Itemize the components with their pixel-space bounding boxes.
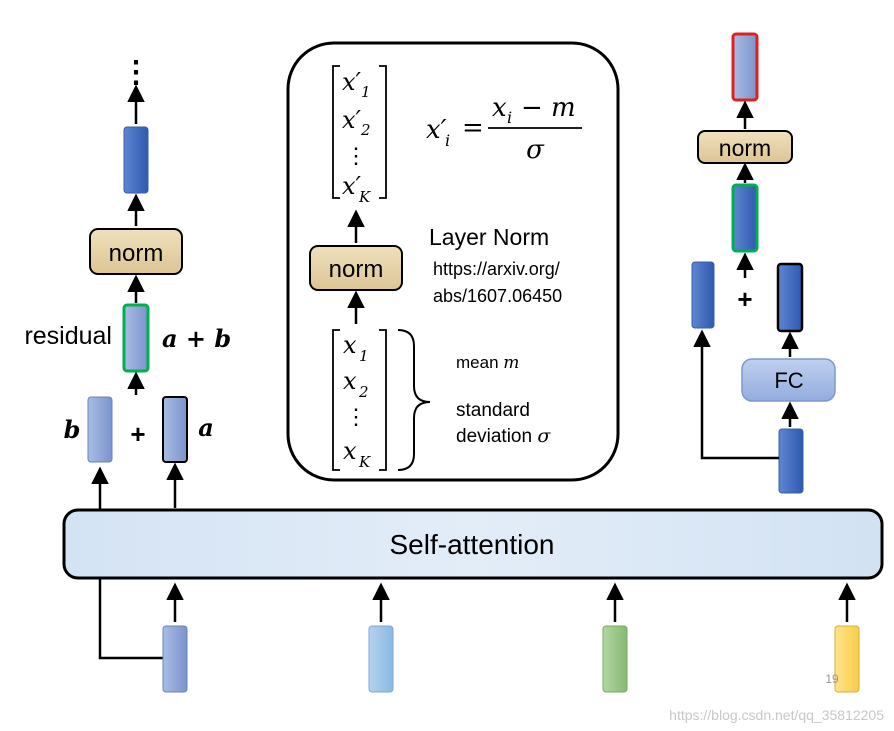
right-input-vector: [778, 428, 804, 494]
right-skip-connection: [693, 329, 779, 460]
watermark: https://blog.csdn.net/qq_35812205: [669, 707, 884, 723]
left-norm-label: norm: [109, 240, 164, 267]
right-skip-vector: [691, 261, 715, 329]
layer-norm-title: Layer Norm: [429, 224, 549, 250]
right-fc-output-vector: [776, 262, 804, 333]
x2-prime: x′: [342, 106, 362, 134]
svg-text:2: 2: [360, 121, 371, 139]
b-vector: [87, 396, 113, 463]
layer-norm-url-line1: https://arxiv.org/: [433, 259, 560, 279]
svg-text:⋮: ⋮: [345, 143, 367, 168]
input-token-3: [602, 625, 628, 693]
svg-text:K: K: [358, 453, 371, 471]
input-vector: x 1 x 2 ⋮ x K: [332, 329, 387, 471]
x2: x: [343, 367, 357, 395]
residual-label: residual: [24, 322, 112, 350]
svg-text:i: i: [507, 108, 512, 127]
mean-label: mean m: [456, 353, 519, 373]
svg-text:2: 2: [358, 383, 369, 401]
input-token-1: [162, 625, 188, 693]
self-attention-block: [62, 508, 884, 580]
normalized-vector: x′ 1 x′ 2 ⋮ x′ K: [332, 65, 387, 206]
residual-vector: [122, 303, 150, 373]
slide-number: 19: [825, 672, 839, 686]
svg-text:− m: − m: [521, 93, 576, 123]
svg-text:1: 1: [359, 347, 369, 365]
curly-brace: [397, 329, 431, 471]
fc-label: FC: [774, 368, 803, 393]
svg-text:x′: x′: [426, 115, 447, 145]
left-plus-sign: +: [130, 419, 145, 449]
input-token-2: [368, 625, 394, 693]
a-plus-b-label: a + b: [162, 324, 231, 353]
x1-prime: x′: [342, 68, 362, 96]
svg-text:i: i: [445, 131, 450, 150]
svg-text:=: =: [462, 113, 484, 143]
center-norm-label: norm: [329, 256, 384, 283]
left-norm-box: [89, 228, 183, 275]
right-residual-vector: [731, 183, 759, 253]
self-attention-label: Self-attention: [390, 529, 555, 560]
xk-prime: x′: [342, 172, 362, 200]
a-label: a: [198, 413, 214, 442]
fc-box: [741, 358, 836, 402]
svg-text:K: K: [358, 188, 371, 206]
layer-norm-panel: [286, 41, 620, 482]
layer-norm-url-line2: abs/1607.06450: [433, 286, 562, 306]
x1: x: [343, 331, 357, 359]
final-output-vector: [731, 32, 759, 102]
xk: x: [343, 437, 357, 465]
a-vector: [162, 396, 188, 463]
center-norm-box: [309, 245, 403, 291]
right-norm-label: norm: [719, 135, 771, 161]
svg-text:1: 1: [361, 83, 371, 101]
normalization-formula: x′ i = x i − m σ: [426, 93, 582, 165]
input-token-4: [834, 625, 860, 693]
right-plus-sign: +: [737, 284, 752, 314]
std-label-line2: deviation σ: [456, 425, 551, 447]
std-label-line1: standard: [456, 400, 530, 421]
svg-text:⋮: ⋮: [345, 404, 367, 429]
output-vector: [123, 126, 149, 194]
b-label: b: [64, 415, 81, 444]
svg-text:x: x: [492, 93, 507, 123]
continuation-dots: ⋮: [121, 56, 151, 89]
svg-text:σ: σ: [526, 135, 545, 165]
